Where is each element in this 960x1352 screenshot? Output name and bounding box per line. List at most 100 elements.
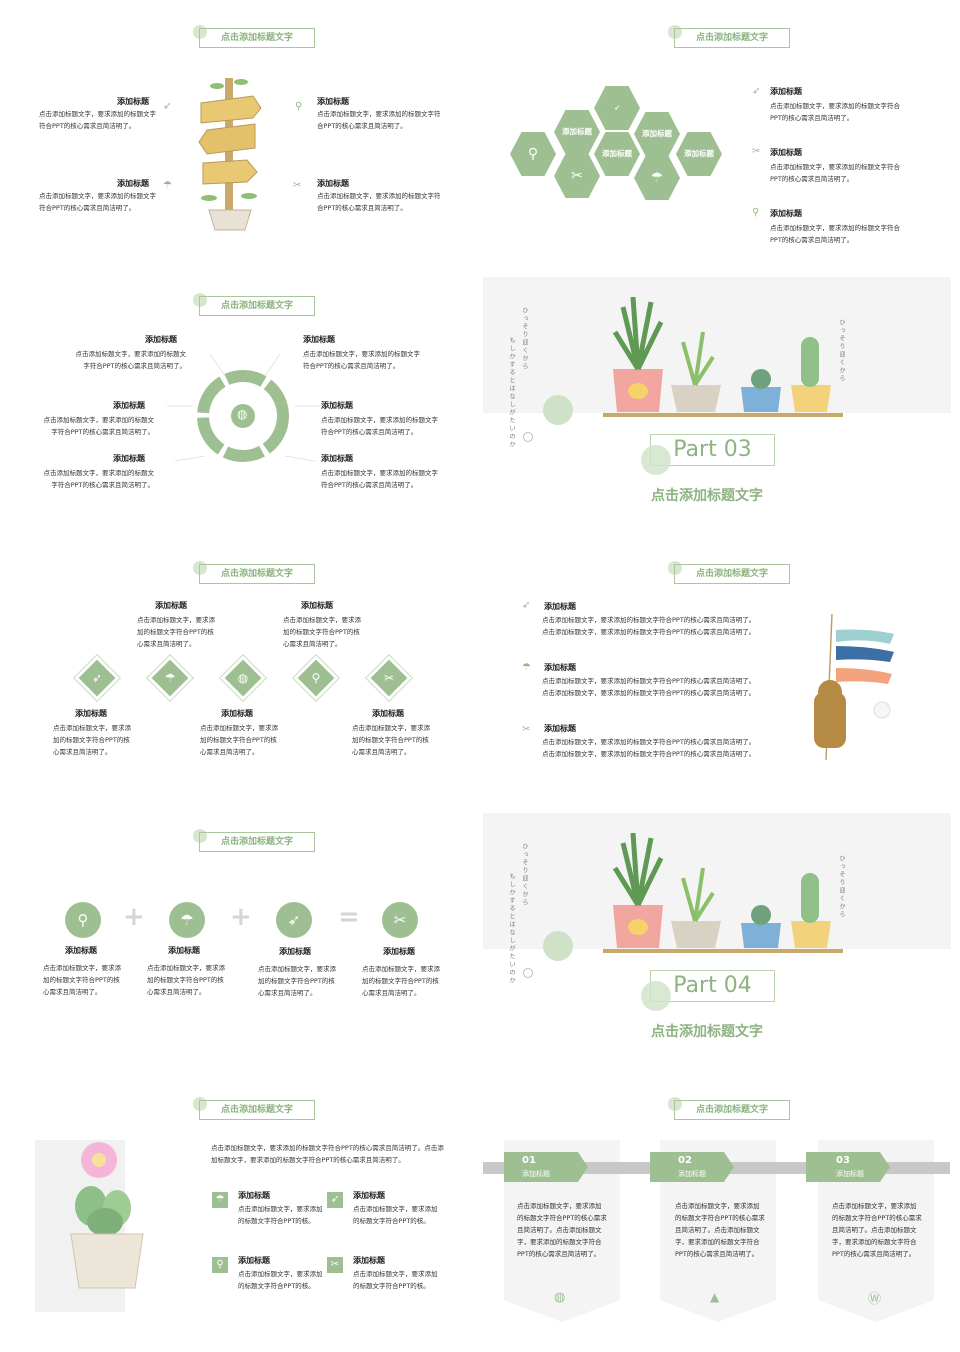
- item-title-3: 添加标题: [770, 209, 802, 218]
- slide-6: 点击添加标题文字 ➶ 添加标题 点击添加标题文字，要求添加的标题文字符合PPT的…: [480, 544, 950, 799]
- item-body-1: 点击添加标题文字，要求添加的标题文字符合PPT的核心需求且简洁明了。: [137, 616, 215, 648]
- deco-circle: [543, 395, 573, 425]
- globe-icon: ◍: [237, 407, 248, 421]
- card-label-1: 添加标题: [522, 1170, 550, 1178]
- card-body-1: 点击添加标题文字，要求添加的标题文字符合PPT的核心需求且简洁明了。点击添加标题…: [517, 1202, 607, 1258]
- vertical-text-1: ひっそり迎くから: [521, 843, 528, 907]
- item-body-5: 点击添加标题文字，要求添加的标题文字符合PPT的核心需求且简洁明了。: [352, 724, 430, 756]
- item-body-4: 点击添加标题文字，要求添加的标题文字符合PPT的核心需求且简洁明了。: [321, 416, 438, 436]
- ring-diagram: [197, 370, 289, 462]
- item-body-2: 点击添加标题文字，要求添加的标题文字符合PPT的核。: [353, 1205, 438, 1225]
- chart-icon: ▲: [710, 1290, 720, 1304]
- search-icon: ⚲: [212, 1257, 228, 1273]
- item-body-4: 点击添加标题文字，要求添加的标题文字符合PPT的核心需求且简洁明了。: [317, 192, 441, 212]
- item-body-3: 点击添加标题文字，要求添加的标题文字符合PPT的核心需求且简洁明了。: [43, 416, 155, 436]
- search-icon: ⚲: [65, 902, 101, 938]
- item-title-4: 添加标题: [383, 947, 415, 956]
- card-label-2: 添加标题: [678, 1170, 706, 1178]
- rocket-icon: ➶: [276, 902, 312, 938]
- potted-plants-illustration: [603, 832, 843, 953]
- card-body-2: 点击添加标题文字，要求添加的标题文字符合PPT的核心需求且简洁明了。点击添加标题…: [675, 1202, 765, 1258]
- hex-title-2: 添加标题: [634, 112, 680, 156]
- globe-icon: ◍: [554, 1290, 566, 1305]
- slide-8: ひっそり迎くから もしかするとはなしがたいのか ひっそり迎くから Part 04…: [483, 813, 951, 1068]
- item-body-3: 点击添加标题文字，要求添加的标题文字符合PPT的核。: [238, 1270, 323, 1290]
- item-title-1: 添加标题: [238, 1191, 270, 1200]
- item-body-4: 点击添加标题文字，要求添加的标题文字符合PPT的核心需求且简洁明了。: [362, 965, 440, 997]
- item-title-2: 添加标题: [317, 97, 349, 106]
- item-body-5: 点击添加标题文字，要求添加的标题文字符合PPT的核心需求且简洁明了。: [43, 469, 155, 489]
- item-body-2: 点击添加标题文字，要求添加的标题文字符合PPT的核心需求且简洁明了。: [770, 163, 900, 183]
- card-tag-3: 03 添加标题: [806, 1152, 890, 1182]
- item-body-6: 点击添加标题文字，要求添加的标题文字符合PPT的核心需求且简洁明了。: [321, 469, 438, 489]
- rocket-icon: ➶: [91, 671, 103, 685]
- rocket-icon: ➶: [163, 101, 172, 112]
- item-body-1: 点击添加标题文字，要求添加的标题文字符合PPT的核。: [238, 1205, 323, 1225]
- item-title-3: 添加标题: [75, 709, 107, 718]
- item-title-1: 添加标题: [544, 602, 576, 611]
- item-body-2a: 点击添加标题文字，要求添加的标题文字符合PPT的核心需求且简洁明了。: [542, 677, 756, 685]
- item-body-3a: 点击添加标题文字，要求添加的标题文字符合PPT的核心需求且简洁明了。: [542, 738, 756, 746]
- slide-5: 点击添加标题文字 添加标题 点击添加标题文字，要求添加的标题文字符合PPT的核心…: [5, 544, 475, 799]
- item-title-3: 添加标题: [117, 179, 149, 188]
- connector-lines: [167, 353, 323, 462]
- tools-icon: ✂: [522, 724, 531, 735]
- item-title-1: 添加标题: [770, 87, 802, 96]
- item-body-4: 点击添加标题文字，要求添加的标题文字符合PPT的核。: [353, 1270, 438, 1290]
- slide-title: 点击添加标题文字: [674, 28, 790, 48]
- equals-sign: =: [338, 902, 360, 932]
- item-body-4: 点击添加标题文字，要求添加的标题文字符合PPT的核心需求且简洁明了。: [200, 724, 278, 756]
- bear-kite-illustration: [814, 613, 894, 761]
- deco-ring: [523, 968, 533, 978]
- item-title-4: 添加标题: [221, 709, 253, 718]
- vertical-text-3: ひっそり迎くから: [838, 855, 845, 919]
- cactus-flower-illustration: [70, 1142, 144, 1289]
- hex-search-icon: ⚲: [510, 132, 556, 176]
- part-dot: [641, 445, 671, 475]
- slide-4: ひっそり迎くから もしかするとはなしがたいのか ひっそり迎くから Part 03…: [483, 277, 951, 532]
- item-body-3: 点击添加标题文字，要求添加的标题文字符合PPT的核心需求且简洁明了。: [53, 724, 131, 756]
- hex-rocket-icon: ➶: [594, 86, 640, 130]
- slide-1: 点击添加标题文字 添加标题 点击添加标题文字，要求添加的标题文字符合PPT的核心…: [5, 8, 475, 263]
- tools-icon: ✂: [752, 146, 761, 157]
- part-subtitle: 点击添加标题文字: [651, 1024, 763, 1040]
- part-subtitle: 点击添加标题文字: [651, 488, 763, 504]
- search-icon: ⚲: [295, 101, 303, 112]
- item-title-3: 添加标题: [113, 401, 145, 410]
- item-title-5: 添加标题: [113, 454, 145, 463]
- search-icon: ⚲: [311, 671, 321, 685]
- item-body-2b: 点击添加标题文字，要求添加的标题文字符合PPT的核心需求且简洁明了。: [542, 689, 756, 697]
- item-body-3: 点击添加标题文字，要求添加的标题文字符合PPT的核心需求且简洁明了。: [39, 192, 156, 212]
- item-body-1b: 点击添加标题文字，要求添加的标题文字符合PPT的核心需求且简洁明了。: [542, 628, 756, 636]
- item-body-2: 点击添加标题文字，要求添加的标题文字符合PPT的核心需求且简洁明了。: [317, 110, 441, 130]
- item-body-1: 点击添加标题文字，要求添加的标题文字符合PPT的核心需求且简洁明了。: [39, 110, 156, 130]
- item-body-1a: 点击添加标题文字，要求添加的标题文字符合PPT的核心需求且简洁明了。: [542, 616, 756, 624]
- slide-7: 点击添加标题文字 ⚲ + ☂ + ➶ = ✂ 添加标题 点击添加标题文字，要求添…: [5, 812, 475, 1067]
- tools-icon: ✂: [327, 1257, 343, 1273]
- plus-sign-1: +: [123, 902, 145, 932]
- item-title-4: 添加标题: [321, 401, 353, 410]
- tools-icon: ✂: [383, 671, 395, 685]
- slide-2: 点击添加标题文字 ➶ 添加标题 添加标题 ⚲ 添加标题 添加标题 ✂ ☂ ➶ 添…: [480, 8, 950, 263]
- deco-circle: [543, 931, 573, 961]
- part-dot: [641, 981, 671, 1011]
- item-title-3: 添加标题: [544, 724, 576, 733]
- globe-icon: ◍: [237, 671, 249, 685]
- vertical-text-1: ひっそり迎くから: [521, 307, 528, 371]
- item-body-1: 点击添加标题文字，要求添加的标题文字符合PPT的核心需求且简洁明了。: [43, 964, 121, 996]
- item-body-2: 点击添加标题文字，要求添加的标题文字符合PPT的核心需求且简洁明了。: [147, 964, 225, 996]
- item-title-6: 添加标题: [321, 454, 353, 463]
- card-num-3: 03: [836, 1155, 850, 1166]
- slide-title: 点击添加标题文字: [674, 564, 790, 584]
- item-title-2: 添加标题: [168, 946, 200, 955]
- slide-title: 点击添加标题文字: [674, 1100, 790, 1120]
- umbrella-icon: ☂: [212, 1192, 228, 1208]
- hex-title-3: 添加标题: [594, 132, 640, 176]
- card-tag-1: 01 添加标题: [504, 1152, 588, 1182]
- item-title-2: 添加标题: [770, 148, 802, 157]
- item-title-2: 添加标题: [303, 335, 335, 344]
- slide-10: 点击添加标题文字 01 添加标题 02 添加标题 03 添加标题 点击添加标题文…: [480, 1080, 950, 1335]
- card-body-3: 点击添加标题文字，要求添加的标题文字符合PPT的核心需求且简洁明了。点击添加标题…: [832, 1202, 922, 1258]
- item-title-1: 添加标题: [117, 97, 149, 106]
- tools-icon: ✂: [293, 180, 302, 191]
